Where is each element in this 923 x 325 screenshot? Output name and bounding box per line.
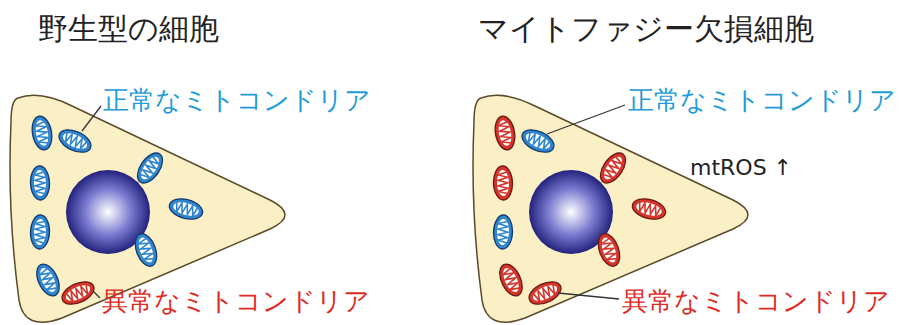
mito-membrane [519,125,558,157]
mito-matrix [34,219,47,245]
mito-cristae [63,132,87,150]
mito-membrane [167,195,205,222]
normal-mitochondrion [56,125,95,157]
mito-membrane [131,231,160,269]
mito-membrane [594,231,623,269]
cell-heading: マイトファジー欠損細胞 [478,12,814,47]
mito-matrix [497,119,513,147]
normal-mitochondrion [519,125,558,157]
mito-matrix [635,200,663,218]
mito-cristae [498,172,509,194]
mito-membrane [630,195,668,222]
mito-matrix [136,236,156,265]
abnormal-mitochondrion [493,115,518,152]
mito-membrane [493,215,513,250]
mito-cristae [502,268,520,292]
abnormal-mitochondrion [495,261,527,300]
mito-membrane [132,149,167,188]
mito-cristae [526,132,550,150]
mito-matrix [497,219,510,245]
mito-cristae [533,284,557,302]
mito-cristae [140,156,161,180]
mito-cristae [603,156,624,180]
mito-matrix [500,266,522,295]
mito-cristae [601,238,618,262]
mito-cristae [35,121,49,144]
mito-membrane [30,166,50,201]
cell: 野生型の細胞 [0,0,305,325]
mito-membrane [56,125,95,157]
mito-membrane [495,261,527,300]
mito-matrix [599,236,619,265]
mitochondria [30,115,205,309]
leader-line [558,293,619,299]
abnormal-mitochondrion [493,166,513,201]
abnormal-mito-label: 異常なミトコンドリア [102,287,370,316]
normal-mitochondrion [30,115,55,152]
normal-mito-label: 正常なミトコンドリア [103,86,371,115]
mito-membrane [30,215,50,250]
normal-mitochondrion [167,195,205,222]
mito-cristae [66,284,90,302]
mito-cristae [174,201,198,216]
mito-cristae [498,121,512,144]
cell-illustration [0,0,305,325]
mito-membrane [493,166,513,201]
mito-cristae [138,238,155,262]
mito-cristae [498,221,509,243]
mito-matrix [138,154,163,182]
mito-membrane [493,115,518,152]
mito-membrane [595,149,630,188]
mito-matrix [172,200,200,218]
normal-mitochondrion [30,166,50,201]
mito-matrix [37,266,59,295]
normal-mito-label: 正常なミトコンドリア [628,86,896,115]
normal-mitochondrion [131,231,160,269]
ros-label: mtROS ↑ [690,156,792,180]
mito-matrix [531,282,560,304]
mito-matrix [497,170,510,196]
mito-membrane [32,261,64,300]
abnormal-mitochondrion [59,277,98,309]
mito-matrix [34,119,50,147]
mito-matrix [601,154,626,182]
cell-heading: 野生型の細胞 [38,12,219,47]
mito-cristae [35,221,46,243]
mitochondria [493,115,668,309]
mito-cristae [39,268,57,292]
normal-mitochondrion [30,215,50,250]
normal-mitochondrion [132,149,167,188]
leader-line [93,291,100,298]
mito-membrane [59,277,98,309]
mito-membrane [30,115,55,152]
mito-cristae [35,172,46,194]
normal-mitochondrion [493,215,513,250]
mito-matrix [64,282,93,304]
mito-matrix [61,130,90,152]
mito-matrix [34,170,47,196]
abnormal-mitochondrion [630,195,668,222]
leader-line [547,105,625,134]
mito-cristae [637,201,661,216]
normal-mitochondrion [32,261,64,300]
leader-line [82,106,101,131]
abnormal-mitochondrion [594,231,623,269]
abnormal-mitochondrion [595,149,630,188]
abnormal-mito-label: 異常なミトコンドリア [622,287,890,316]
